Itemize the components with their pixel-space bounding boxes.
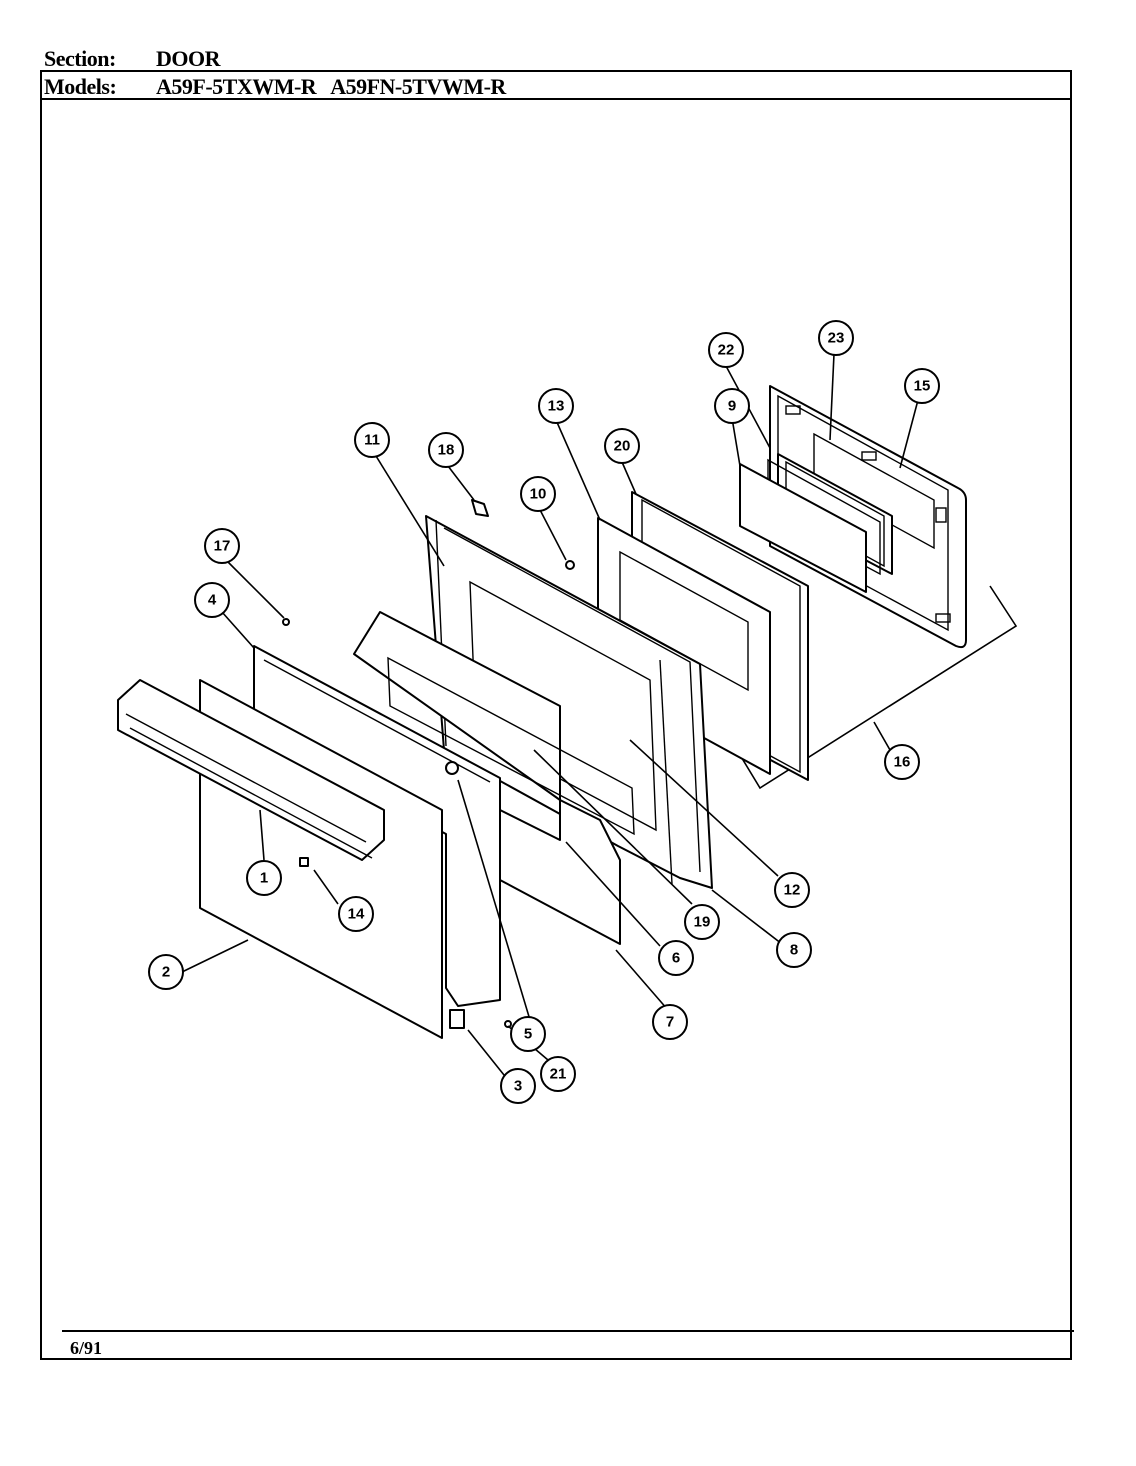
callout-11: 11 [354, 422, 390, 458]
svg-text:22: 22 [718, 342, 735, 359]
date-code: 6/91 [70, 1338, 103, 1358]
screw [282, 618, 290, 626]
callout-12: 12 [774, 872, 810, 908]
callout-20: 20 [604, 428, 640, 464]
door-glass [739, 463, 867, 593]
svg-text:13: 13 [548, 398, 565, 415]
model-number: A59F-5TXWM-R [156, 74, 317, 99]
callout-16: 16 [884, 744, 920, 780]
clip [471, 499, 489, 517]
callout-7: 7 [652, 1004, 688, 1040]
callout-13: 13 [538, 388, 574, 424]
callout-21: 21 [540, 1056, 576, 1092]
section-value: DOOR [156, 46, 221, 71]
callout-23: 23 [818, 320, 854, 356]
door-stop [445, 761, 459, 775]
svg-text:21: 21 [550, 1066, 567, 1083]
svg-text:14: 14 [348, 906, 365, 923]
header-divider [40, 98, 1072, 100]
model-number: A59FN-5TVWM-R [330, 74, 506, 99]
svg-text:5: 5 [524, 1026, 532, 1043]
screw [565, 560, 575, 570]
svg-text:4: 4 [208, 592, 217, 609]
svg-text:1: 1 [260, 870, 268, 887]
hinge-receptacle [449, 1009, 465, 1029]
callout-1: 1 [246, 860, 282, 896]
svg-text:17: 17 [214, 538, 231, 555]
callout-leaders [181, 353, 919, 1081]
callout-8: 8 [776, 932, 812, 968]
svg-text:10: 10 [530, 486, 547, 503]
svg-text:9: 9 [728, 398, 736, 415]
svg-text:15: 15 [914, 378, 931, 395]
svg-text:23: 23 [828, 330, 845, 347]
svg-text:16: 16 [894, 754, 911, 771]
door-handle [117, 679, 385, 861]
section-header: Section: DOOR [44, 46, 221, 72]
callout-4: 4 [194, 582, 230, 618]
callout-22: 22 [708, 332, 744, 368]
models-label: Models: [44, 74, 117, 99]
callout-10: 10 [520, 476, 556, 512]
svg-text:2: 2 [162, 964, 170, 981]
svg-text:12: 12 [784, 882, 801, 899]
callout-17: 17 [204, 528, 240, 564]
callout-14: 14 [338, 896, 374, 932]
svg-text:3: 3 [514, 1078, 522, 1095]
svg-text:11: 11 [364, 432, 380, 449]
svg-text:18: 18 [438, 442, 455, 459]
svg-text:8: 8 [790, 942, 798, 959]
footer-divider [62, 1330, 1074, 1332]
models-header: Models: A59F-5TXWM-R A59FN-5TVWM-R [44, 74, 506, 100]
callout-2: 2 [148, 954, 184, 990]
svg-text:6: 6 [672, 950, 680, 967]
drawing-frame [40, 70, 1072, 1360]
callout-3: 3 [500, 1068, 536, 1104]
section-label: Section: [44, 46, 116, 71]
callout-19: 19 [684, 904, 720, 940]
svg-text:19: 19 [694, 914, 711, 931]
svg-text:7: 7 [666, 1014, 674, 1031]
callout-18: 18 [428, 432, 464, 468]
callout-6: 6 [658, 940, 694, 976]
svg-text:20: 20 [614, 438, 631, 455]
spacer [299, 857, 309, 867]
callout-15: 15 [904, 368, 940, 404]
callout-5: 5 [510, 1016, 546, 1052]
callout-9: 9 [714, 388, 750, 424]
